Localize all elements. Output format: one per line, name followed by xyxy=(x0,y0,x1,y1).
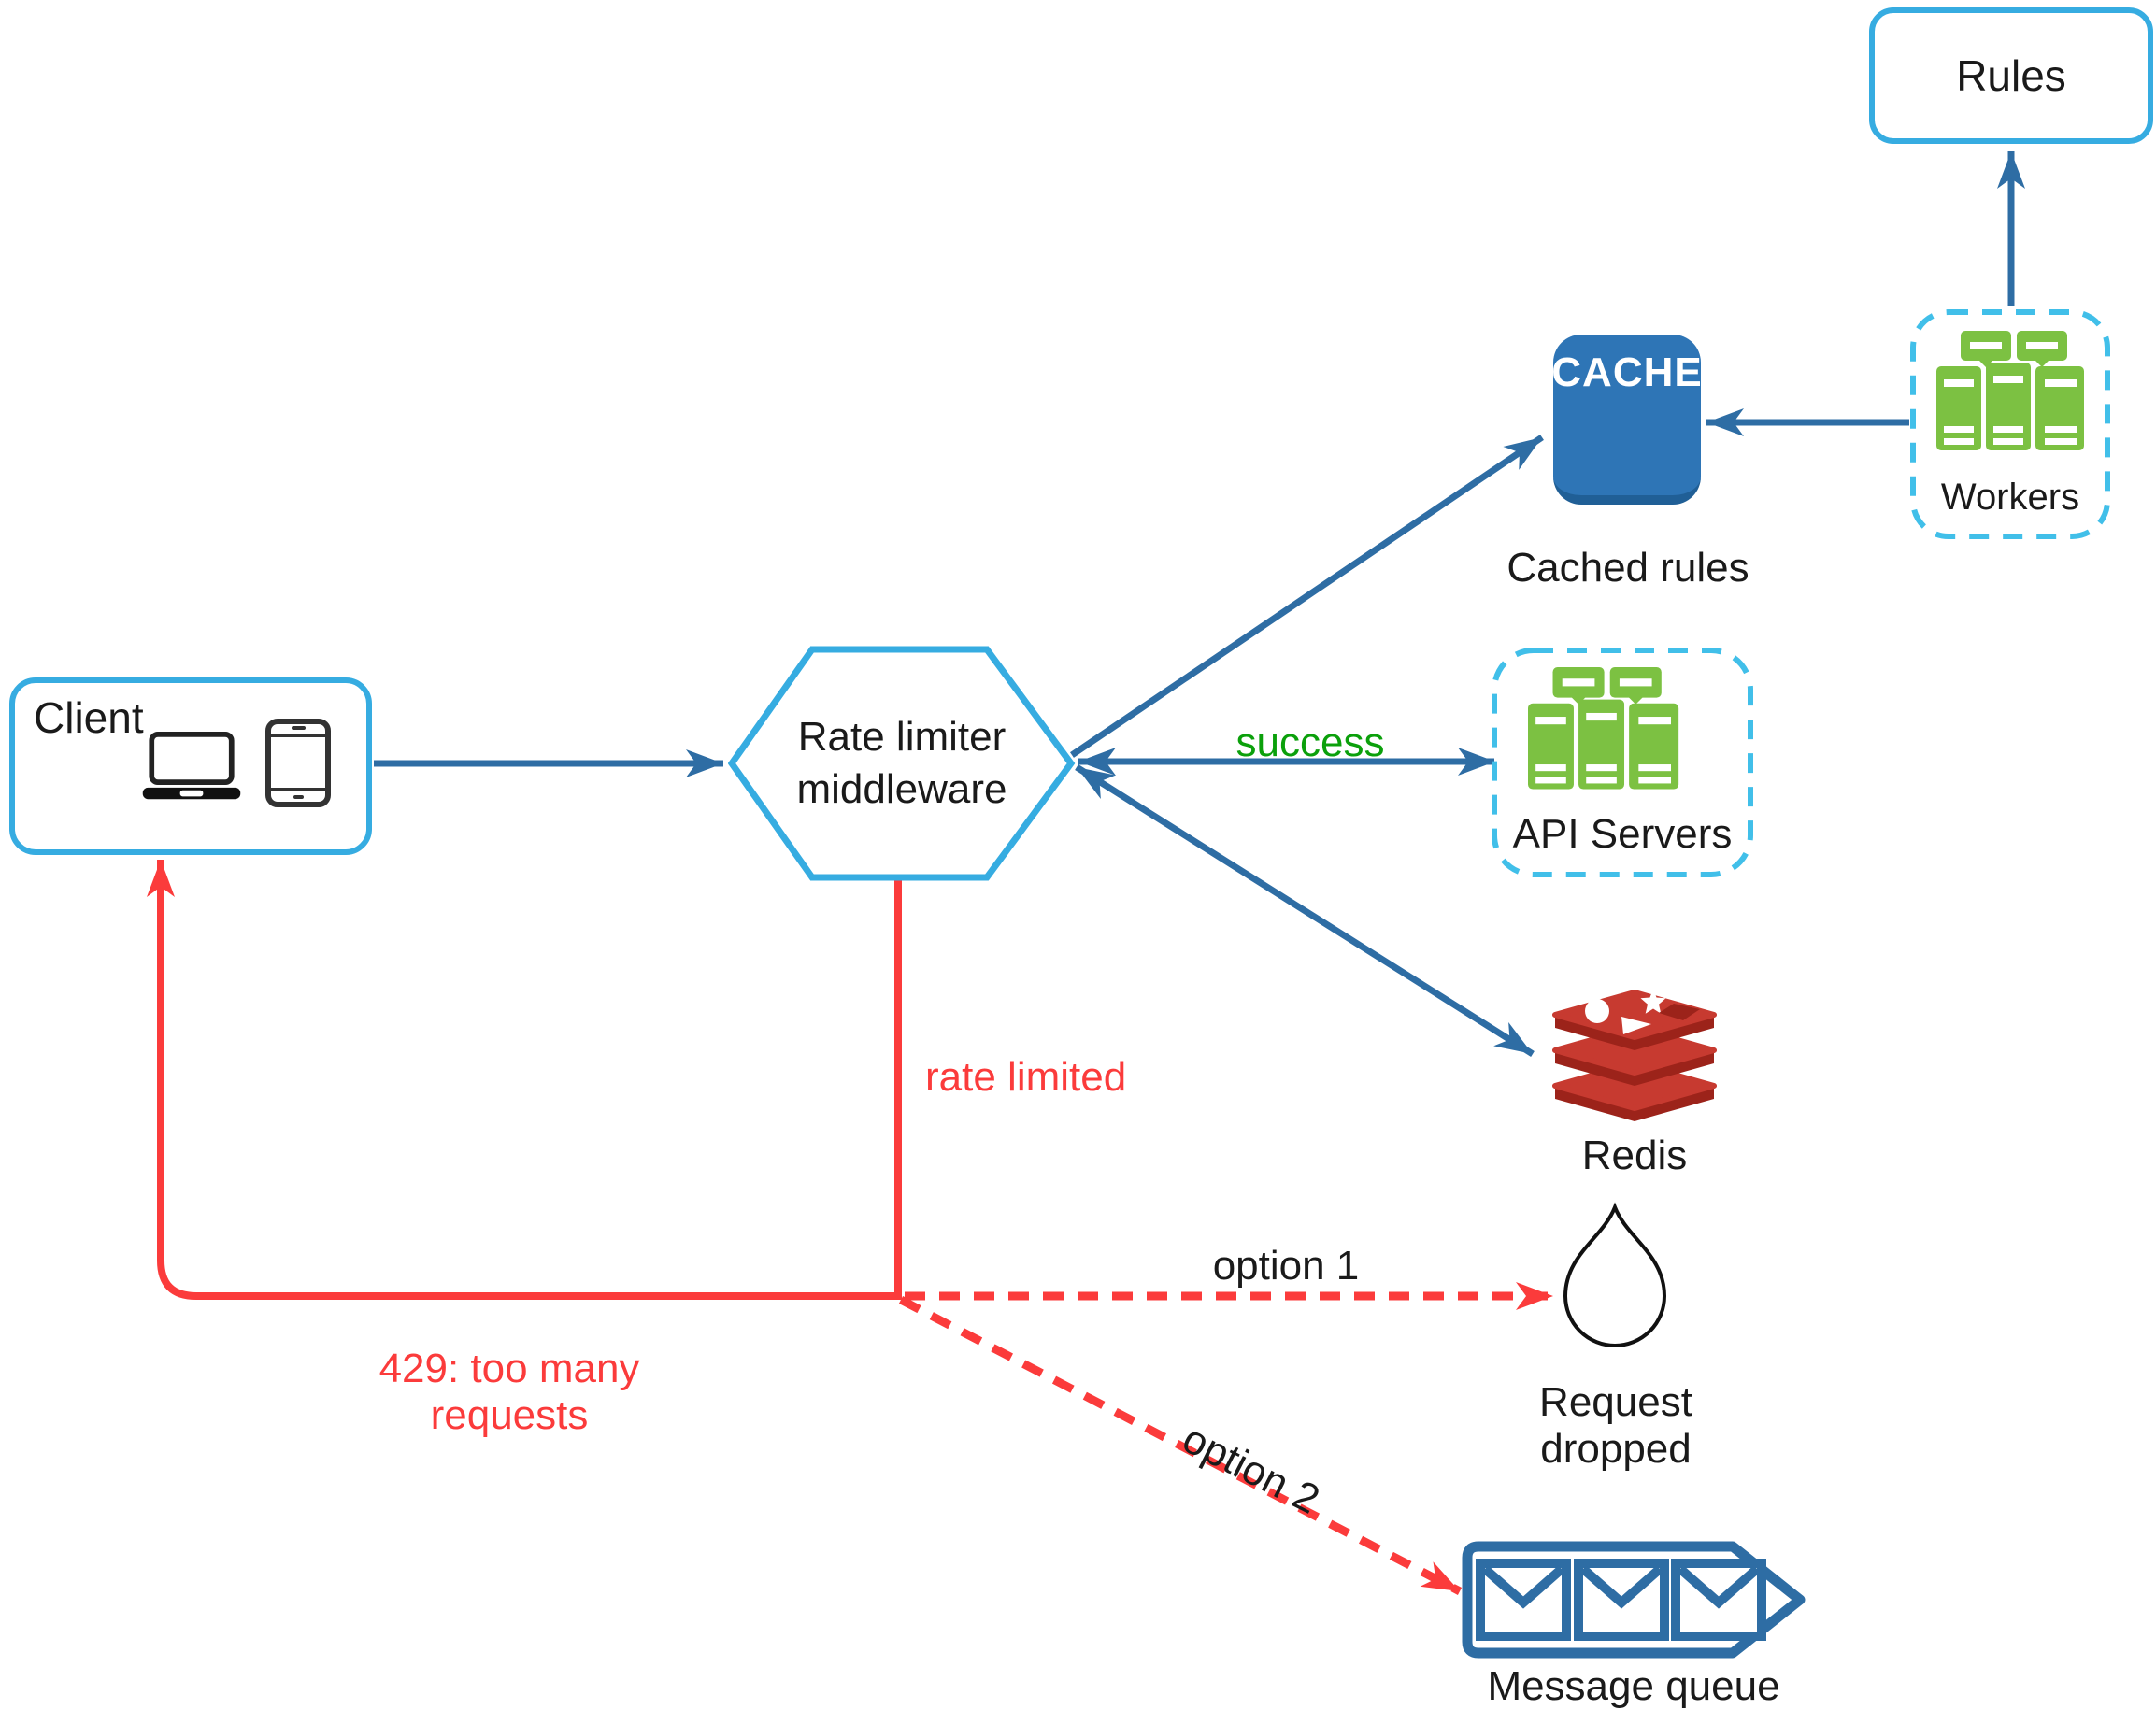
client-label: Client xyxy=(34,693,144,742)
message-queue-icon xyxy=(1462,1541,1806,1659)
message-queue-node: Message queue xyxy=(1460,1540,1807,1709)
arrow-option2-to-queue xyxy=(898,1296,1463,1595)
api-servers-node: API Servers xyxy=(1491,647,1754,878)
rules-label: Rules xyxy=(1956,51,2066,100)
arrow-ratelimiter-redis xyxy=(1075,764,1535,1057)
cache-node: CACHE xyxy=(1551,335,1703,505)
option1-edge-label: option 1 xyxy=(1212,1243,1360,1289)
envelope-icon xyxy=(1574,1559,1669,1641)
rate-limiter-node: Rate limiter middleware xyxy=(728,645,1076,882)
cached-rules-caption: Cached rules xyxy=(1506,545,1749,591)
client-node: Client xyxy=(9,677,372,855)
workers-label: Workers xyxy=(1940,477,2080,518)
workers-dashed-box xyxy=(1910,309,2110,539)
redis-label: Redis xyxy=(1581,1133,1688,1178)
water-drop-icon xyxy=(1563,1202,1667,1347)
api-dashed-box xyxy=(1492,648,1753,877)
envelope-icon xyxy=(1476,1559,1571,1641)
cache-label: CACHE xyxy=(1551,349,1703,395)
request-dropped-node xyxy=(1554,1202,1863,1353)
laptop-icon xyxy=(142,732,241,800)
rules-node: Rules xyxy=(1869,7,2153,144)
message-queue-label: Message queue xyxy=(1487,1663,1780,1709)
smartphone-icon xyxy=(265,719,331,807)
redis-node: Redis xyxy=(1537,990,1732,1178)
arrow-ratelimiter-to-cache xyxy=(1070,435,1544,758)
redis-icon xyxy=(1552,990,1717,1121)
request-dropped-label: Request dropped xyxy=(1539,1379,1692,1472)
success-edge-label: success xyxy=(1235,720,1385,765)
api-servers-label: API Servers xyxy=(1512,811,1733,857)
hexagon-shape xyxy=(728,646,1076,881)
rate-limiter-label: Rate limiter middleware xyxy=(796,714,1007,812)
too-many-requests-label: 429: too many requests xyxy=(378,1346,640,1438)
rate-limited-edge-label: rate limited xyxy=(925,1054,1127,1100)
arrow-rate-limited-to-client xyxy=(147,860,902,1300)
envelope-icon xyxy=(1671,1559,1766,1641)
workers-node: Workers xyxy=(1909,308,2111,540)
